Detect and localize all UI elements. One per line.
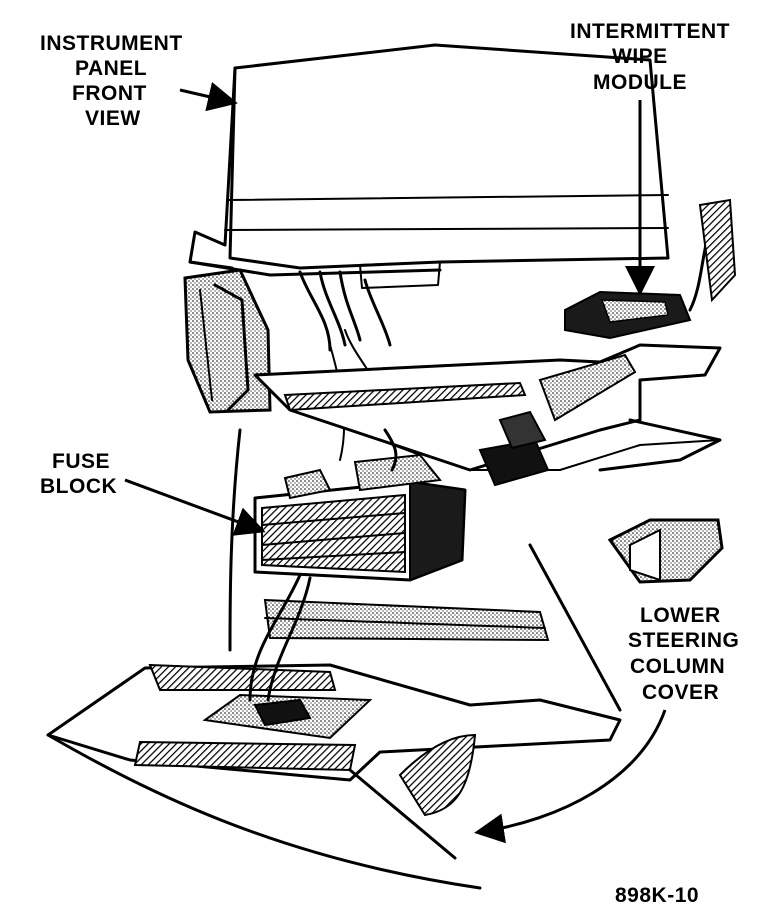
connector-block <box>478 410 550 487</box>
fuse-block-arrow <box>124 478 266 536</box>
svg-text:MODULE: MODULE <box>593 71 687 94</box>
svg-text:LOWER: LOWER <box>640 604 721 627</box>
svg-text:VIEW: VIEW <box>85 107 141 130</box>
svg-text:FRONT: FRONT <box>72 82 147 105</box>
svg-text:FUSE: FUSE <box>52 450 110 473</box>
svg-text:COVER: COVER <box>642 681 719 704</box>
label-intermittent-wipe-module: INTERMITTENT WIPE MODULE <box>570 20 730 94</box>
svg-text:INSTRUMENT: INSTRUMENT <box>40 32 183 55</box>
instrument-panel <box>188 43 670 289</box>
label-lower-steering-column-cover: LOWER STEERING COLUMN COVER <box>628 604 739 704</box>
lower-steering-column-cover <box>398 518 724 817</box>
svg-text:INTERMITTENT: INTERMITTENT <box>570 20 730 43</box>
lower-dash-area <box>46 428 622 890</box>
intermittent-wipe-module <box>564 198 737 340</box>
dash-left-end <box>183 268 272 414</box>
svg-text:COLUMN: COLUMN <box>630 655 725 678</box>
steering-cover-arrow <box>474 709 667 844</box>
fuse-grid <box>261 493 406 574</box>
figure-id: 898K-10 <box>615 884 699 907</box>
label-instrument-panel: INSTRUMENT PANEL FRONT VIEW <box>40 32 183 130</box>
svg-text:STEERING: STEERING <box>628 629 739 652</box>
svg-text:WIPE: WIPE <box>612 45 668 68</box>
instrument-panel-arrow <box>179 81 238 112</box>
support-bracket <box>253 343 722 472</box>
label-fuse-block: FUSE BLOCK <box>40 450 117 498</box>
svg-text:BLOCK: BLOCK <box>40 475 117 498</box>
svg-text:PANEL: PANEL <box>75 57 147 80</box>
leader-lines <box>124 81 667 844</box>
fuse-block <box>253 428 467 582</box>
